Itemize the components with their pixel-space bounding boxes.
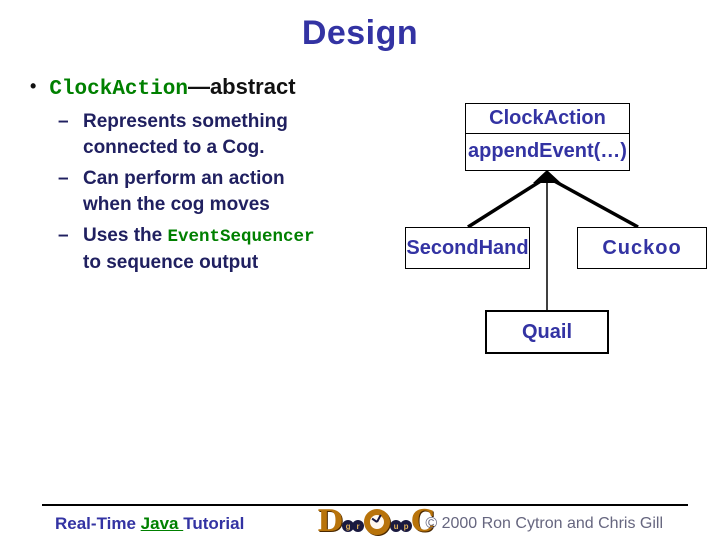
logo-badge-r: r xyxy=(352,520,365,532)
dash-bullet-icon: – xyxy=(58,168,69,189)
connector-line-right xyxy=(546,175,639,229)
list-item: – Uses the EventSequencer to sequence ou… xyxy=(58,223,315,276)
list-item: – Can perform an action when the cog mov… xyxy=(58,166,315,218)
clock-o-icon xyxy=(364,509,391,535)
class-method-cell: appendEvent(…) xyxy=(468,139,627,162)
logo-badge-p: p xyxy=(400,520,413,532)
uml-class-box-cuckoo: Cuckoo xyxy=(577,227,707,269)
logo-letter-c: C xyxy=(411,504,435,539)
inheritance-arrow-icon xyxy=(533,170,561,183)
sub-bullet-text: Represents something connected to a Cog. xyxy=(83,109,288,161)
footer-text-pre: Real-Time xyxy=(55,514,141,533)
sub-bullet-list: – Represents something connected to a Co… xyxy=(58,109,315,281)
class-name-cell: ClockAction xyxy=(466,104,629,134)
text-line: to sequence output xyxy=(83,252,259,273)
inheritance-connectors xyxy=(467,170,639,310)
copyright-text: © 2000 Ron Cytron and Chris Gill xyxy=(425,515,663,532)
inline-code: EventSequencer xyxy=(167,227,315,247)
uml-class-box-clockaction: ClockAction appendEvent(…) xyxy=(465,103,630,171)
java-link[interactable]: Java xyxy=(140,514,184,533)
text-line: Uses the EventSequencer xyxy=(83,223,315,250)
logo-badge-u: u xyxy=(390,520,403,532)
list-item: – Represents something connected to a Co… xyxy=(58,109,315,161)
uml-class-box-secondhand: SecondHand xyxy=(405,227,530,269)
bullet-dot-icon: • xyxy=(30,76,37,96)
text-line: Can perform an action xyxy=(83,168,285,189)
connector-line-left xyxy=(467,175,548,229)
logo-letter-d: D xyxy=(317,504,344,539)
text-line: when the cog moves xyxy=(83,194,270,215)
dash-bullet-icon: – xyxy=(58,225,69,246)
doc-group-logo: D g r u p C xyxy=(317,505,435,539)
main-bullet: • ClockAction—abstract xyxy=(30,74,296,101)
dash-bullet-icon: – xyxy=(58,111,69,132)
main-bullet-text: —abstract xyxy=(187,74,296,99)
uml-class-box-quail: Quail xyxy=(485,310,609,354)
text-segment: Uses the xyxy=(83,225,168,246)
footer-divider xyxy=(42,504,688,506)
text-line: connected to a Cog. xyxy=(83,137,265,158)
text-line: Represents something xyxy=(83,111,288,132)
footer-tutorial-label: Real-Time Java Tutorial xyxy=(55,514,244,534)
sub-bullet-text: Can perform an action when the cog moves xyxy=(83,166,285,218)
sub-bullet-text: Uses the EventSequencer to sequence outp… xyxy=(83,223,315,276)
footer-text-post: Tutorial xyxy=(183,514,245,533)
main-bullet-code: ClockAction xyxy=(49,78,188,101)
slide-title: Design xyxy=(301,14,419,52)
logo-badge-g: g xyxy=(342,520,355,532)
